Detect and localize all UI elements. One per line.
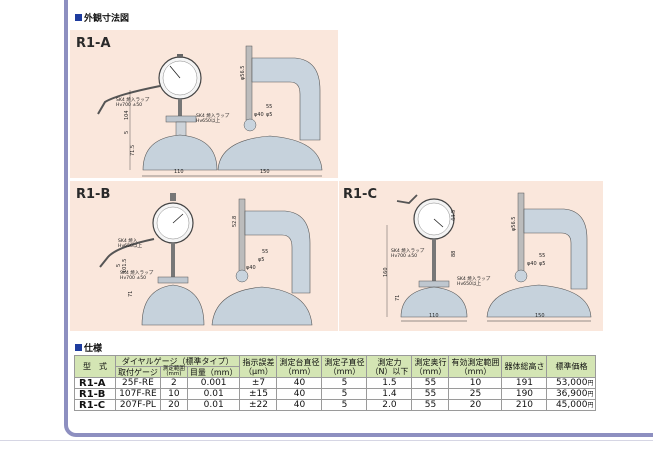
r1c-dim-tip: φ5 bbox=[539, 261, 546, 267]
header-model: 型 式 bbox=[74, 355, 116, 378]
r1a-dim-tip: φ5 bbox=[266, 112, 273, 118]
spec-section-title: 仕様 bbox=[75, 341, 102, 354]
diagram-label-r1c: R1-C bbox=[343, 187, 377, 202]
dimensions-section-title: 外観寸法図 bbox=[75, 11, 129, 24]
header-meas-range: 測定範囲(mm) bbox=[159, 366, 188, 378]
r1b-dim-d1: 101.5 bbox=[122, 258, 128, 273]
square-bullet-icon bbox=[75, 14, 82, 21]
header-height: 器体総高さ bbox=[501, 355, 548, 378]
r1c-dim-h2: 71 bbox=[395, 294, 401, 301]
r1a-dim-d2: 5 bbox=[124, 130, 130, 134]
r1c-dim-side-width: 150 bbox=[535, 313, 545, 319]
r1c-dim-reach: 55 bbox=[539, 253, 546, 259]
table-row: R1-C 207F-PL 20 0.01 ±22 40 5 2.0 55 20 … bbox=[74, 399, 597, 411]
r1a-dim-reach: 55 bbox=[266, 104, 273, 110]
r1a-dim-side-width: 150 bbox=[260, 169, 270, 175]
header-gauge: 取付ゲージ bbox=[115, 366, 161, 378]
header-error: 指示誤差（μm） bbox=[239, 355, 278, 378]
r1b-dim-anvil: φ40 bbox=[246, 265, 256, 271]
header-price: 標準価格 bbox=[546, 355, 597, 378]
header-range: 有効測定範囲（mm） bbox=[448, 355, 503, 378]
table-row: R1-A 25F-RE 2 0.001 ±7 40 5 1.5 55 10 19… bbox=[74, 377, 597, 389]
r1c-dim-h3: 88 bbox=[451, 250, 457, 257]
r1b-dim-gauge: 52.8 bbox=[232, 215, 238, 227]
spec-header-row-1: 型 式 ダイヤルゲージ（標準タイプ） 指示誤差（μm） 測定台直径（mm） 測定… bbox=[74, 355, 597, 378]
r1a-dim-d3: 71.5 bbox=[130, 144, 136, 156]
page-footer-strip bbox=[0, 440, 653, 466]
r1b-drawing bbox=[99, 193, 313, 326]
r1c-dim-gauge: φ56.5 bbox=[511, 216, 517, 231]
r1c-dim-base-width: 110 bbox=[429, 313, 439, 319]
r1b-dim-reach: 55 bbox=[262, 249, 269, 255]
spec-table: 型 式 ダイヤルゲージ（標準タイプ） 指示誤差（μm） 測定台直径（mm） 測定… bbox=[74, 355, 597, 411]
header-dial-group: ダイヤルゲージ（標準タイプ） bbox=[114, 355, 241, 367]
r1a-dim-gauge: φ56.5 bbox=[240, 65, 246, 80]
header-platform: 測定台直径（mm） bbox=[276, 355, 323, 378]
header-graduation: 目量（mm） bbox=[186, 366, 241, 378]
content-frame bbox=[64, 0, 653, 437]
r1b-dim-d3: 71 bbox=[128, 290, 134, 297]
table-row: R1-B 107F-RE 10 0.01 ±15 40 5 1.4 55 25 … bbox=[74, 388, 597, 400]
header-probe: 測定子直径（mm） bbox=[321, 355, 368, 378]
diagram-label-r1b: R1-B bbox=[76, 187, 111, 202]
r1b-dim-d2: 5 bbox=[116, 263, 122, 267]
r1a-dim-anvil: φ40 bbox=[254, 112, 264, 118]
r1b-dim-tip: φ5 bbox=[258, 257, 265, 263]
diagram-label-r1a: R1-A bbox=[76, 36, 111, 51]
r1a-dim-d1: 104 bbox=[124, 110, 130, 120]
r1c-dim-h1: 160 bbox=[383, 267, 389, 277]
r1a-drawing bbox=[97, 45, 323, 177]
header-stroke: 測定奥行（mm） bbox=[411, 355, 450, 378]
square-bullet-icon bbox=[75, 344, 82, 351]
r1c-drawing bbox=[386, 192, 592, 322]
r1a-dim-base-width: 110 bbox=[174, 169, 184, 175]
spec-header-row-2: 取付ゲージ 測定範囲(mm) 目量（mm） bbox=[75, 366, 596, 378]
header-force: 測定力（N）以下 bbox=[366, 355, 413, 378]
r1c-dim-anvil: φ40 bbox=[527, 261, 537, 267]
r1c-dim-top: 44.5 bbox=[451, 209, 457, 221]
